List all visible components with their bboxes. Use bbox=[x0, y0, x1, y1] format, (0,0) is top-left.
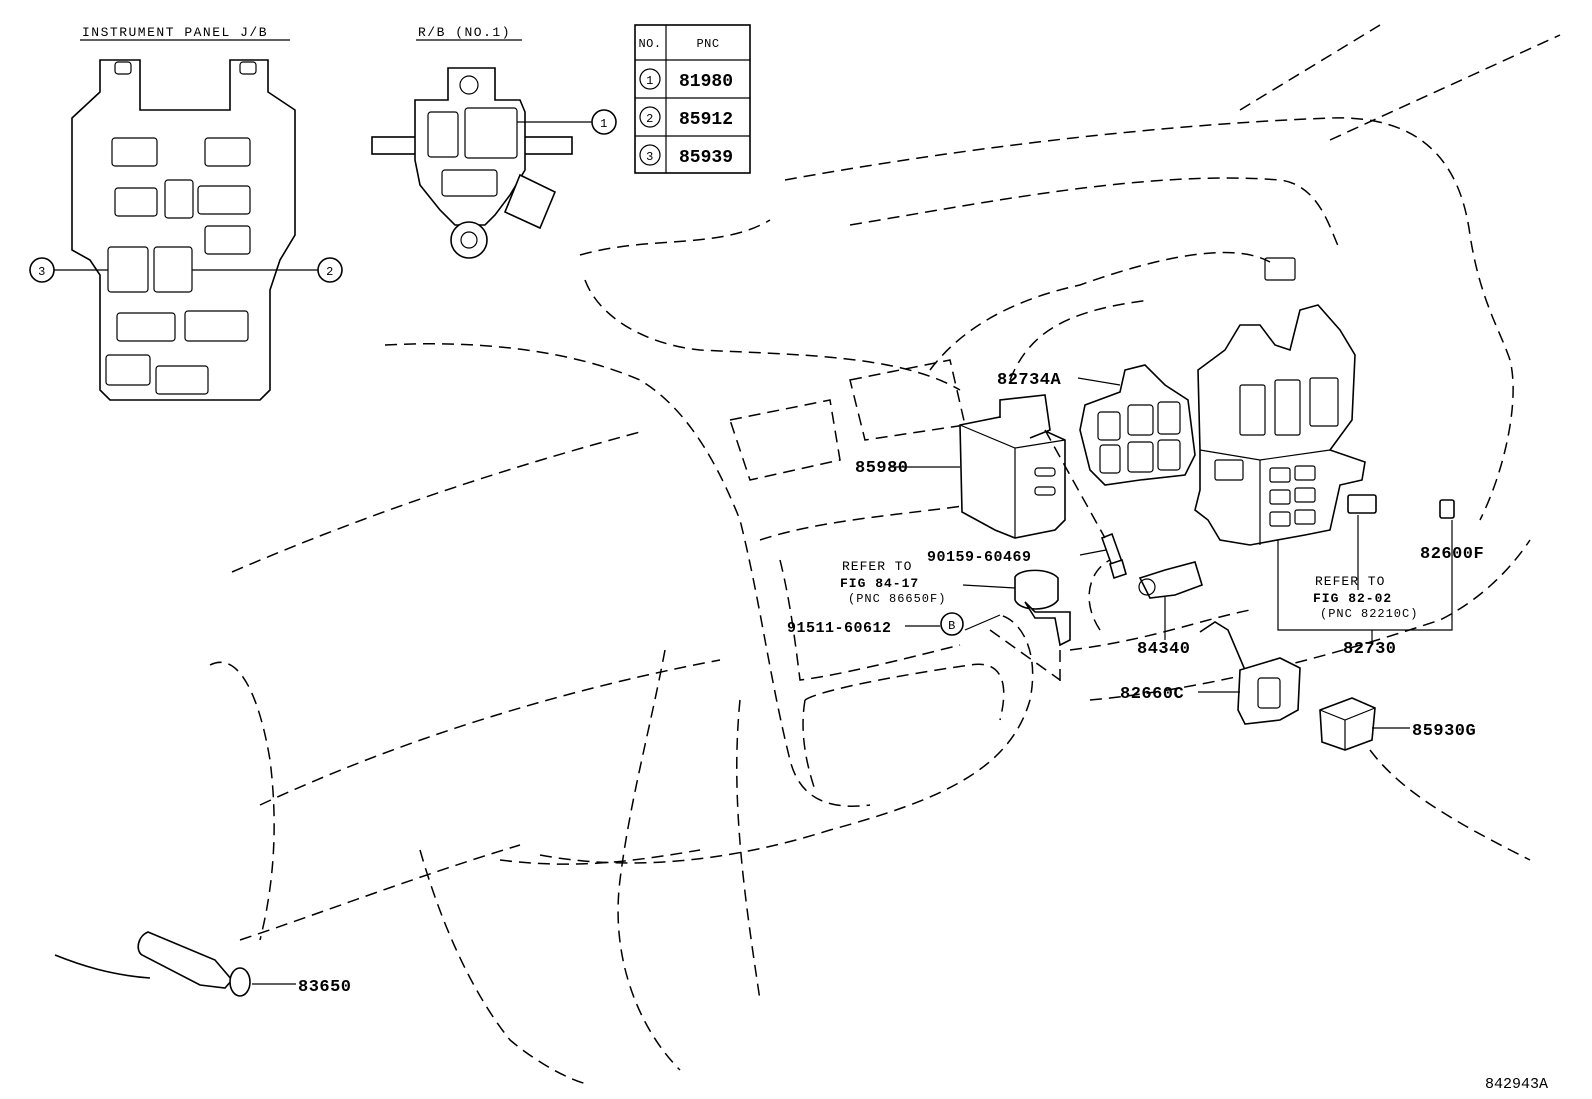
refer-note-84-17: REFER TO FIG 84-17 (PNC 86650F) bbox=[840, 559, 946, 606]
label-90159-60469: 90159-60469 bbox=[927, 549, 1032, 566]
leader-82730 bbox=[1277, 515, 1453, 645]
callout-3-marker bbox=[29, 257, 55, 283]
part-86650F-ref bbox=[962, 569, 1071, 647]
label-83650: 83650 bbox=[298, 978, 352, 997]
vehicle-outline bbox=[54, 24, 1561, 1086]
table-header-pnc: PNC bbox=[696, 37, 719, 51]
table-row: 2 85912 bbox=[639, 106, 733, 130]
svg-text:REFER TO: REFER TO bbox=[842, 559, 912, 574]
part-91511-callout: B bbox=[905, 612, 1001, 636]
svg-text:3: 3 bbox=[38, 265, 46, 279]
svg-text:85939: 85939 bbox=[679, 148, 733, 168]
label-82734A: 82734A bbox=[997, 371, 1062, 390]
svg-text:81980: 81980 bbox=[679, 72, 733, 92]
label-84340: 84340 bbox=[1137, 640, 1191, 659]
svg-text:2: 2 bbox=[326, 265, 334, 279]
part-82600F-fuse bbox=[1439, 499, 1455, 519]
callout-2-marker bbox=[317, 257, 343, 283]
label-82730: 82730 bbox=[1343, 640, 1397, 659]
fuse-part bbox=[1347, 494, 1377, 514]
table-row: 3 85939 bbox=[639, 144, 733, 168]
svg-text:(PNC 82210C): (PNC 82210C) bbox=[1320, 607, 1418, 621]
part-83650-sensor bbox=[137, 931, 296, 997]
part-82730-junction-block bbox=[1194, 257, 1366, 546]
bolt-b-marker bbox=[940, 612, 964, 636]
label-82600F: 82600F bbox=[1420, 545, 1484, 564]
part-82660C-relay bbox=[1198, 621, 1301, 725]
svg-text:(PNC 86650F): (PNC 86650F) bbox=[848, 592, 946, 606]
table-row: 1 81980 bbox=[639, 68, 733, 92]
part-85930G-relay bbox=[1319, 697, 1410, 751]
callout-1-marker bbox=[591, 109, 617, 135]
instrument-panel-jb-inset: INSTRUMENT PANEL J/B 3 2 bbox=[29, 25, 343, 401]
table-header-no: NO. bbox=[638, 37, 661, 51]
svg-text:B: B bbox=[948, 619, 956, 633]
svg-text:3: 3 bbox=[646, 150, 654, 164]
svg-text:FIG 82-02: FIG 82-02 bbox=[1313, 591, 1392, 606]
part-84340-switch bbox=[1138, 561, 1203, 640]
instrument-panel-jb-title: INSTRUMENT PANEL J/B bbox=[82, 25, 268, 40]
svg-text:2: 2 bbox=[646, 112, 654, 126]
label-91511-60612: 91511-60612 bbox=[787, 620, 892, 637]
figure-id: 842943A bbox=[1485, 1076, 1548, 1093]
label-82660C: 82660C bbox=[1120, 685, 1184, 704]
label-85980: 85980 bbox=[855, 459, 909, 478]
part-90159-bolt bbox=[1044, 429, 1127, 580]
svg-text:REFER TO: REFER TO bbox=[1315, 574, 1385, 589]
relay-block-inset: R/B (NO.1) 1 bbox=[371, 25, 617, 259]
part-82734A-relay bbox=[1077, 364, 1196, 486]
svg-text:1: 1 bbox=[646, 74, 654, 88]
pnc-table: NO. PNC 1 81980 2 85912 3 85939 bbox=[634, 24, 751, 174]
svg-text:FIG 84-17: FIG 84-17 bbox=[840, 576, 919, 591]
relay-block-title: R/B (NO.1) bbox=[418, 25, 511, 40]
svg-text:1: 1 bbox=[600, 117, 608, 131]
label-85930G: 85930G bbox=[1412, 722, 1476, 741]
part-85980-box bbox=[890, 394, 1066, 539]
refer-note-82-02: REFER TO FIG 82-02 (PNC 82210C) bbox=[1313, 574, 1418, 621]
jb-housing bbox=[71, 59, 296, 401]
rb-relay-81980 bbox=[464, 107, 518, 159]
svg-text:85912: 85912 bbox=[679, 110, 733, 130]
